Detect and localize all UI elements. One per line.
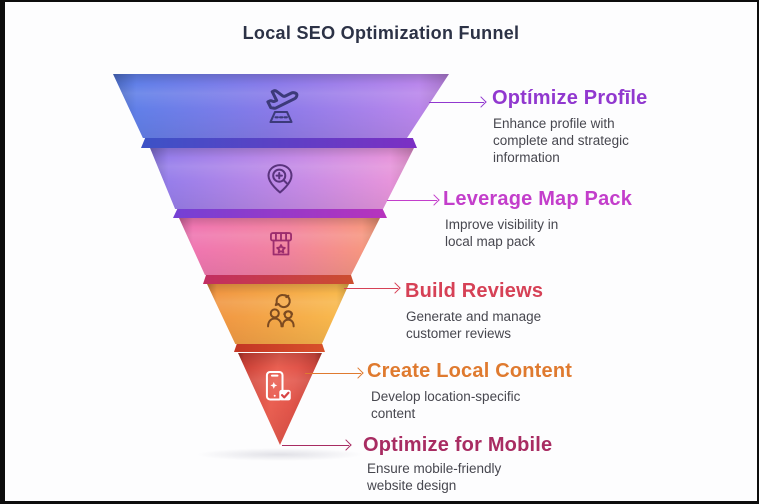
item-heading-map-pack: Leverage Map Pack (443, 188, 633, 210)
funnel-segment-map-pack (150, 148, 414, 209)
funnel-rim-1 (141, 138, 417, 148)
funnel-segment-reviews (179, 218, 380, 275)
item-heading-local-content: Create Local Content (367, 360, 573, 382)
item-description-optimize-mobile: Ensure mobile-friendly website design (367, 461, 502, 493)
connector-arrow-optimize-mobile (282, 445, 349, 446)
item-description-local-content: Develop location-specific content (371, 389, 521, 421)
funnel-rim-3 (203, 275, 354, 284)
item-heading-optimize-mobile: Optimize for Mobile (363, 434, 553, 456)
funnel-tip-shadow (197, 448, 363, 461)
item-heading-build-reviews: Build Reviews (405, 280, 544, 302)
page-title: Local SEO Optimization Funnel (242, 23, 520, 43)
funnel-segment-local-content (207, 284, 349, 344)
item-heading-optimize-profile: Optímize Profīle (492, 87, 648, 109)
connector-arrow-optimize-profile (429, 102, 484, 103)
funnel-segment-mobile (238, 353, 322, 445)
connector-arrow-local-content (305, 373, 361, 374)
item-description-map-pack: Improve visibility in local map pack (445, 217, 559, 249)
item-description-optimize-profile: Enhance profile with complete and strate… (493, 116, 629, 165)
funnel-rim-2 (173, 209, 387, 218)
connector-arrow-build-reviews (344, 288, 398, 289)
funnel-segment-optimize-profile (113, 74, 449, 138)
item-description-build-reviews: Generate and manage customer reviews (406, 309, 542, 341)
funnel-rim-4 (234, 344, 325, 352)
connector-arrow-map-pack (387, 200, 437, 201)
